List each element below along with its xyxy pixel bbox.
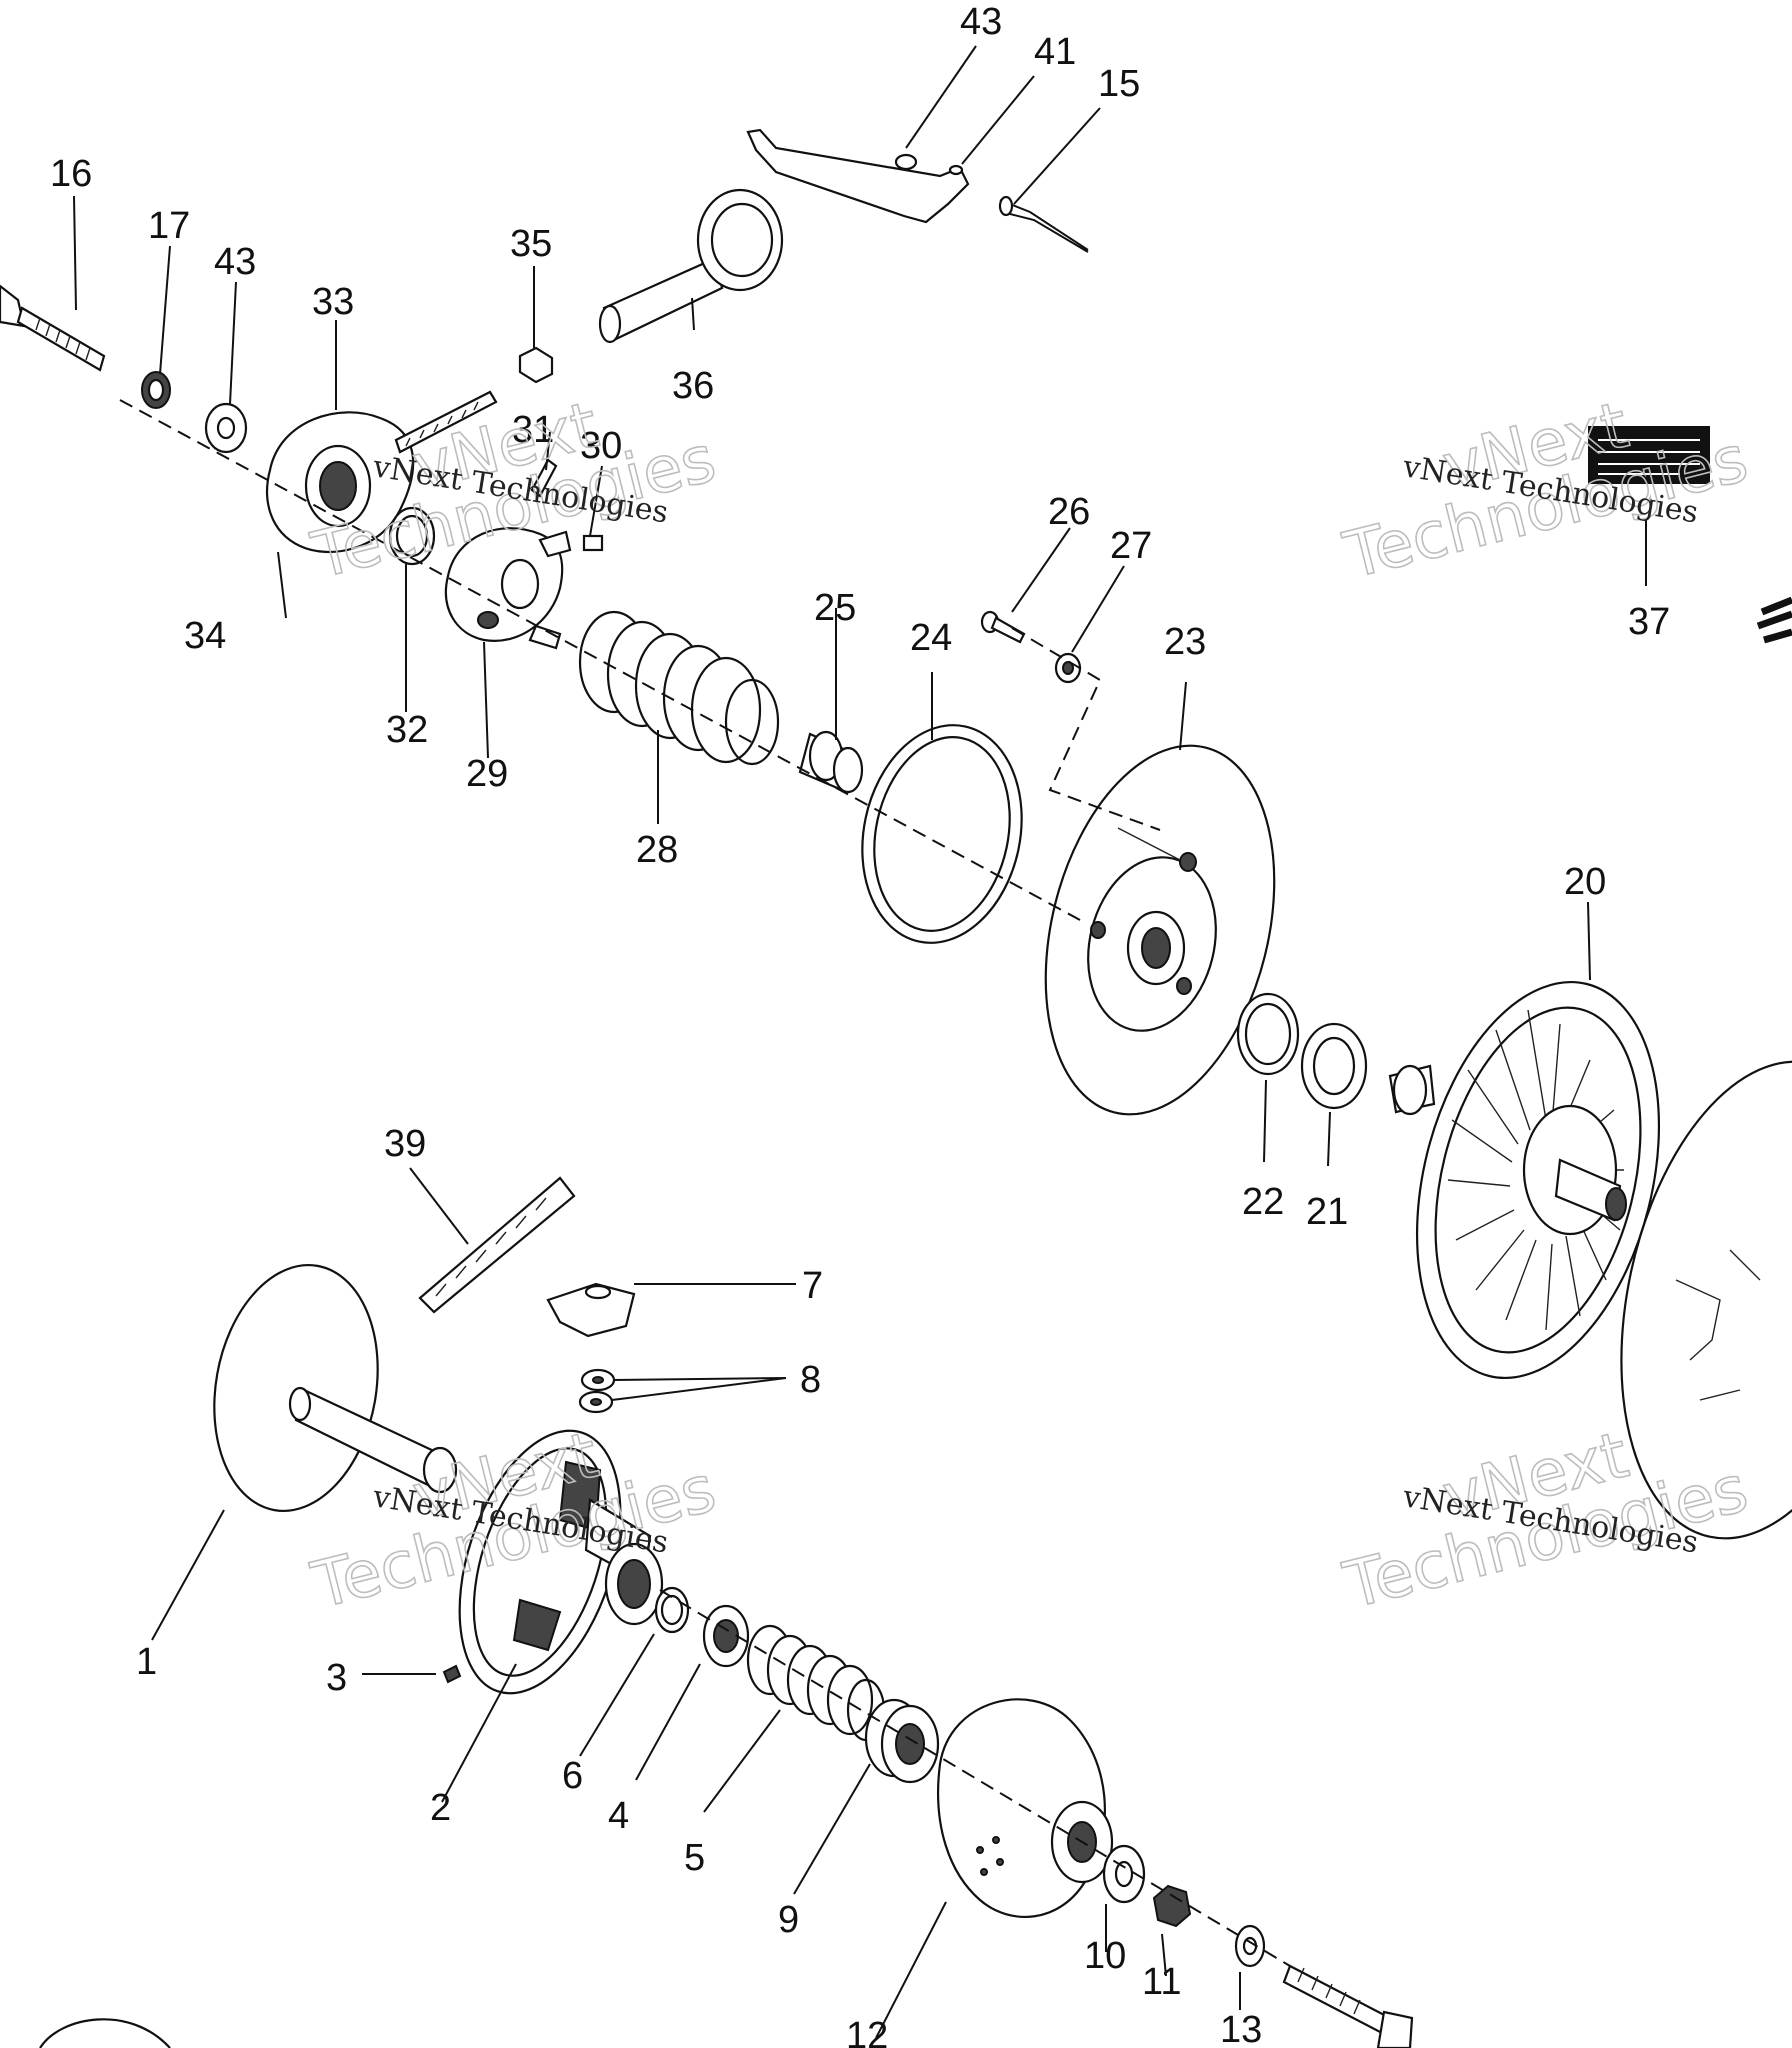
callout-8: 8: [800, 1359, 821, 1401]
part-drive-disc: [1620, 1060, 1792, 1540]
callout-2: 2: [430, 1787, 451, 1829]
callout-27: 27: [1110, 525, 1152, 567]
part-decal: [1588, 426, 1710, 484]
callout-43: 43: [214, 241, 256, 283]
part-edge-mark: [1756, 596, 1792, 644]
part-bushing: [798, 730, 864, 794]
part-fixed-half: [213, 1263, 458, 1513]
callout-5: 5: [684, 1837, 705, 1879]
callout-30: 30: [580, 425, 622, 467]
watermark-upper-right: vNext Technologies vNext Technologies: [1336, 388, 1755, 595]
callout-22: 22: [1242, 1181, 1284, 1223]
callout-39: 39: [384, 1123, 426, 1165]
axis-line-upper: [119, 399, 1161, 921]
callout-26: 26: [1048, 491, 1090, 533]
callout-29: 29: [466, 753, 508, 795]
callout-15: 15: [1098, 63, 1140, 105]
part-set-screw: [442, 1664, 462, 1684]
callout-33: 33: [312, 281, 354, 323]
callout-16: 16: [50, 153, 92, 195]
part-movable-half: [458, 1429, 664, 1695]
leader-lines: [73, 45, 1647, 2039]
part-cover-nut: [1152, 1884, 1192, 1928]
callout-23: 23: [1164, 621, 1206, 663]
callout-28: 28: [636, 829, 678, 871]
callout-11: 11: [1142, 1961, 1181, 2003]
part-nut: [518, 346, 554, 384]
callout-32: 32: [386, 709, 428, 751]
callout-35: 35: [510, 223, 552, 265]
callout-24: 24: [910, 617, 952, 659]
callout-31: 31: [512, 409, 554, 451]
callout-20: 20: [1564, 861, 1606, 903]
callout-25: 25: [814, 587, 856, 629]
callout-6: 6: [562, 1755, 583, 1797]
part-fixed-sheave: [1388, 980, 1661, 1380]
callout-1: 1: [136, 1641, 157, 1683]
callout-labels: 43 41 15 16 17 43 33 35 36 31 30 34 32 2…: [50, 1, 1670, 2048]
callout-41: 43: [960, 1, 1002, 43]
callout-9: 9: [778, 1899, 799, 1941]
part-end-bolt: [1282, 1964, 1414, 2048]
callout-10: 10: [1084, 1935, 1126, 1977]
part-corner-disc: [39, 2018, 171, 2048]
part-shaft: [598, 188, 784, 344]
callout-40: 41: [1034, 31, 1076, 73]
callout-36: 36: [672, 365, 714, 407]
callout-13: 13: [1220, 2009, 1262, 2048]
part-cam-plate: [266, 390, 498, 554]
part-drive-spring: [746, 1624, 886, 1742]
part-spacer-block: [546, 1282, 636, 1338]
axis-line-lower: [659, 1589, 1291, 1967]
part-cam: [444, 458, 604, 650]
callout-34: 34: [184, 615, 226, 657]
part-bolt: [0, 284, 106, 372]
callout-12: 12: [846, 2015, 888, 2048]
callout-7: 7: [802, 1265, 823, 1307]
callout-3: 3: [326, 1657, 347, 1699]
callout-37: 37: [1628, 601, 1670, 643]
part-screw: [980, 610, 1026, 644]
callout-21: 21: [1306, 1191, 1348, 1233]
part-sliding-sheave: [1044, 744, 1276, 1116]
part-slider-belt: [418, 1176, 576, 1314]
part-pin: [998, 195, 1089, 253]
callout-4: 4: [608, 1795, 629, 1837]
part-bracket: [746, 128, 970, 224]
part-ring: [861, 724, 1023, 944]
part-bearing: [864, 1698, 940, 1784]
callout-17: 17: [148, 205, 190, 247]
